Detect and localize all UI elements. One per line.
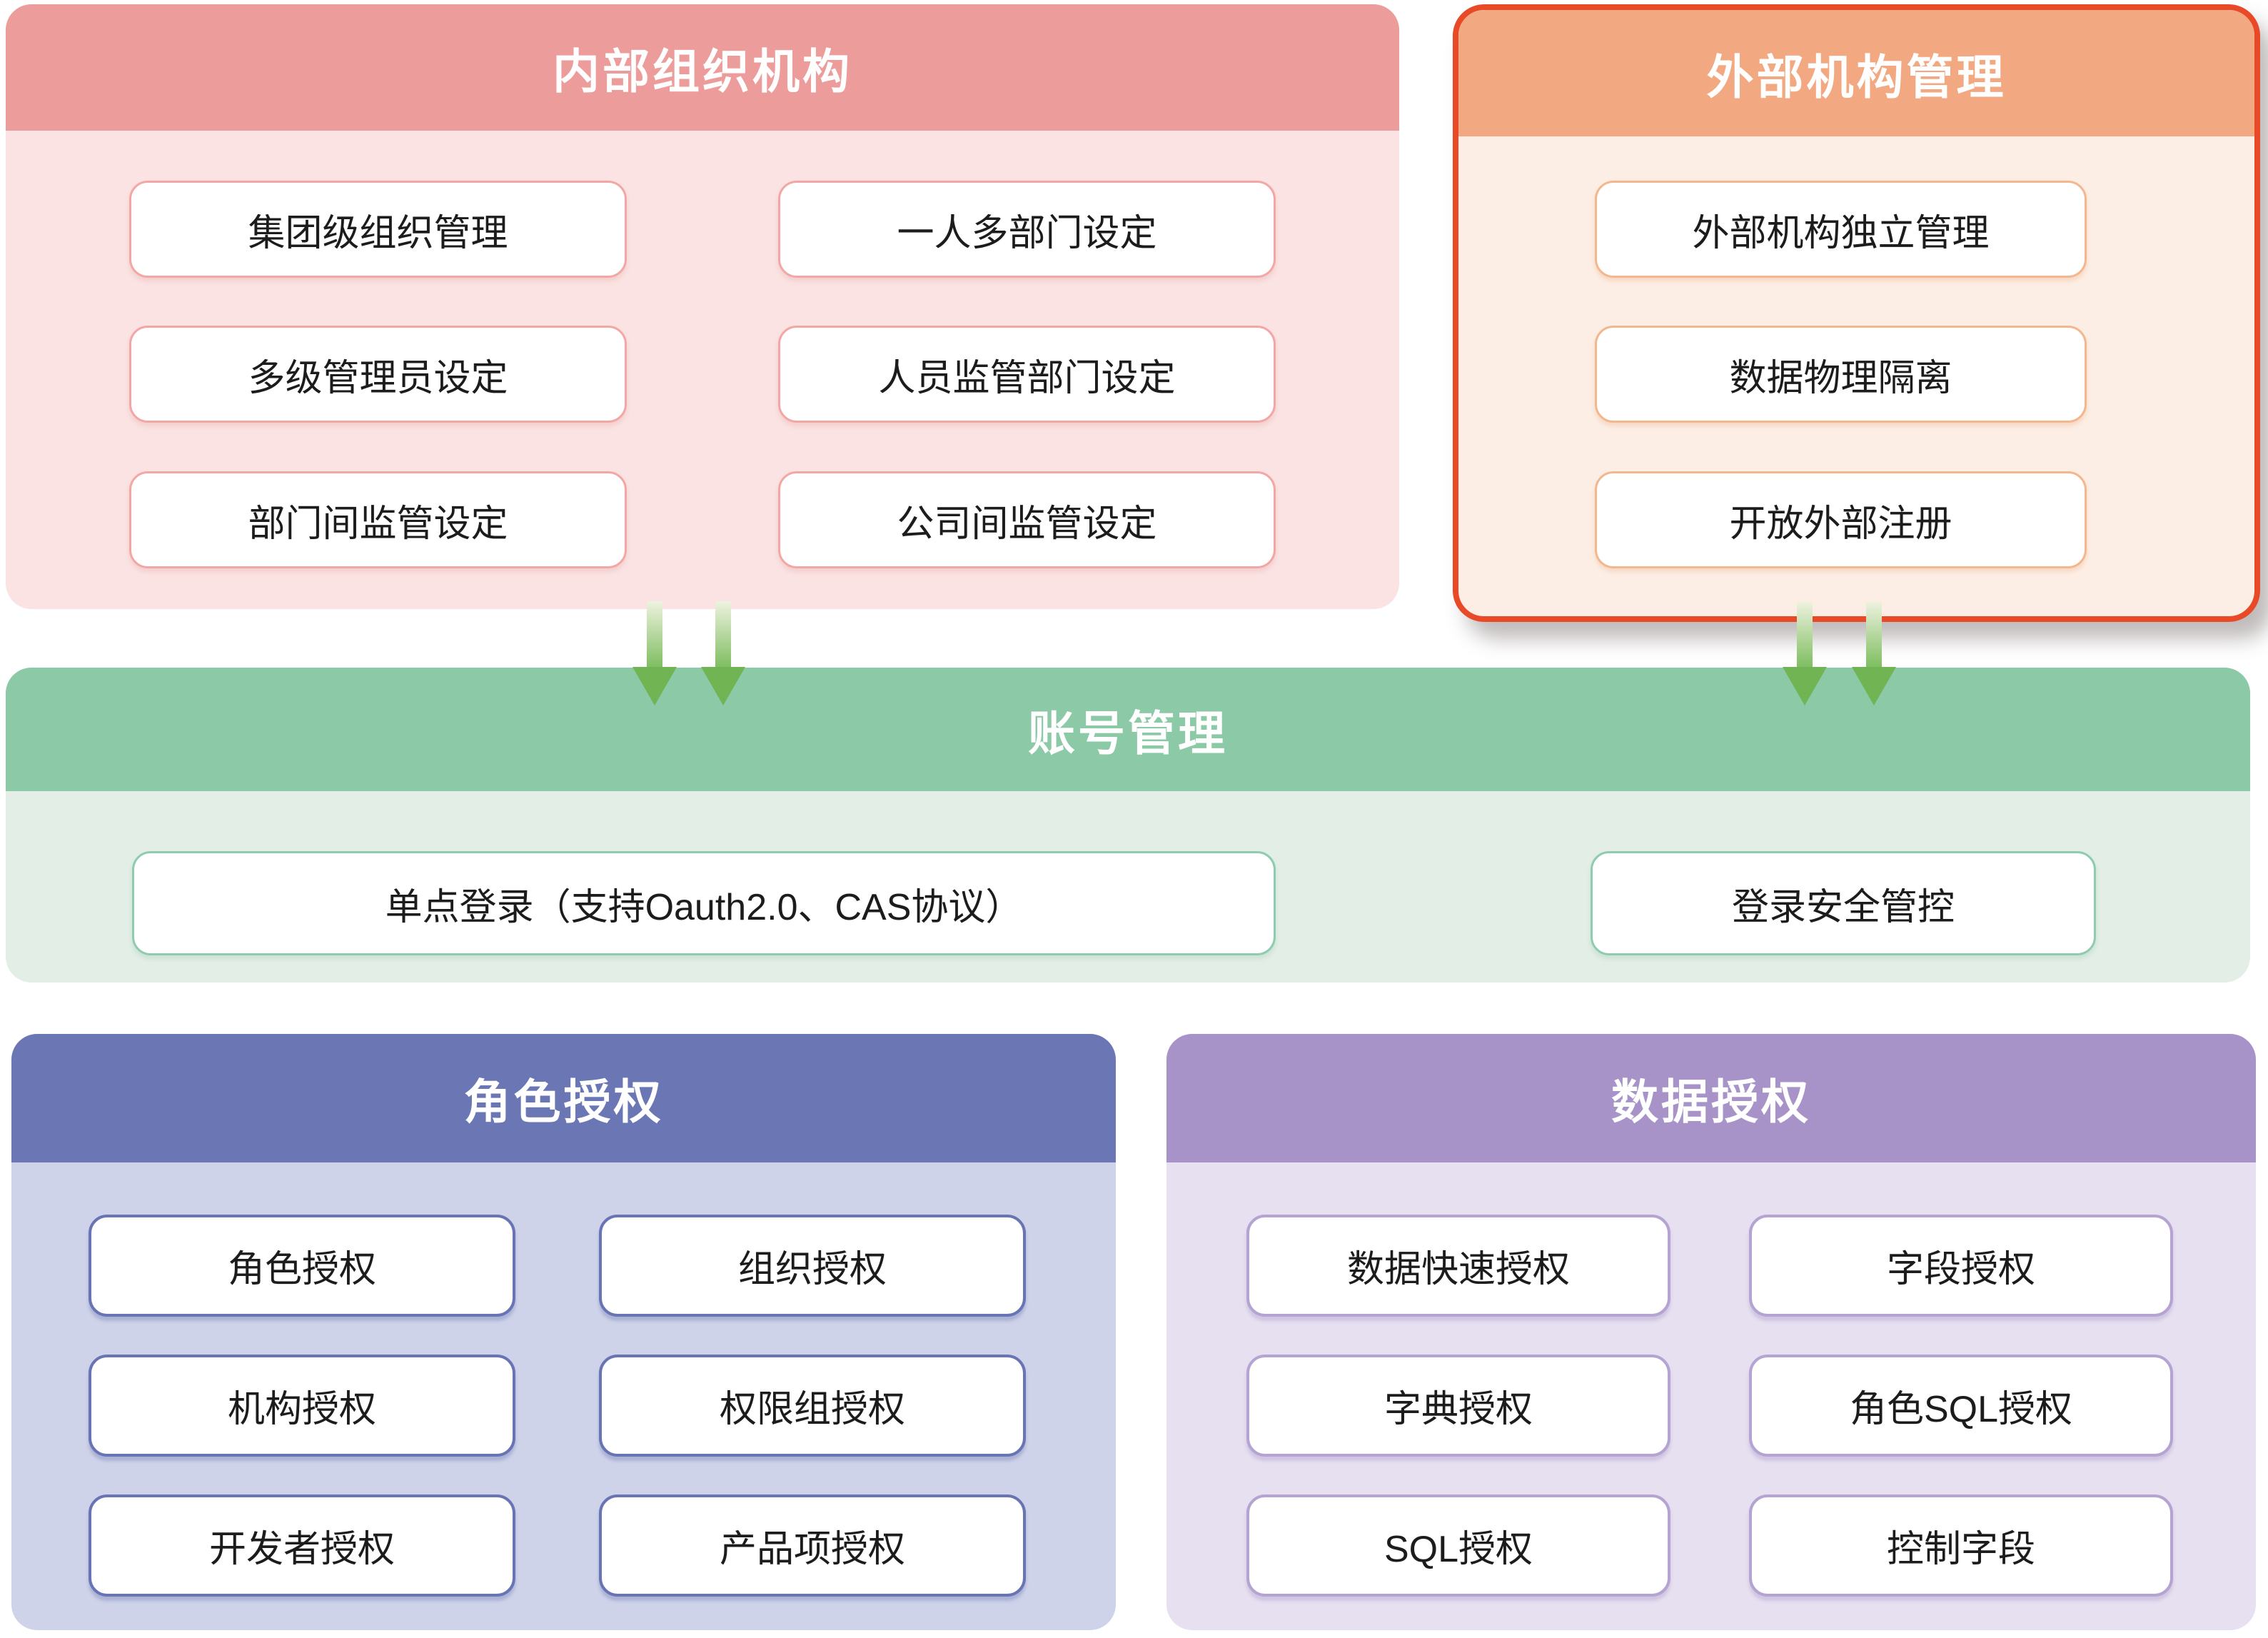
panel-account-management: 账号管理 单点登录（支持Oauth2.0、CAS协议） 登录安全管控 [6, 668, 2250, 983]
node-sql-auth: SQL授权 [1246, 1494, 1670, 1597]
node-dictionary-auth: 字典授权 [1246, 1355, 1670, 1457]
arrow-shaft [715, 601, 731, 670]
node-role-auth: 角色授权 [89, 1215, 515, 1317]
node-open-external-registration: 开放外部注册 [1595, 471, 2087, 568]
panel-internal-org-header: 内部组织机构 [6, 4, 1399, 131]
node-personnel-supervision: 人员监管部门设定 [778, 326, 1276, 423]
node-single-sign-on: 单点登录（支持Oauth2.0、CAS协议） [132, 851, 1276, 955]
arrow-head [701, 667, 745, 705]
flow-arrow-down-icon [1783, 601, 1827, 705]
node-permission-group-auth: 权限组授权 [599, 1355, 1026, 1457]
node-product-item-auth: 产品项授权 [599, 1494, 1026, 1597]
node-institution-auth: 机构授权 [89, 1355, 515, 1457]
node-organization-auth: 组织授权 [599, 1215, 1026, 1317]
node-multi-department: 一人多部门设定 [778, 181, 1276, 278]
node-developer-auth: 开发者授权 [89, 1494, 515, 1597]
panel-role-authorization-header: 角色授权 [11, 1034, 1116, 1162]
flow-arrow-down-icon [701, 601, 745, 705]
panel-external-org-title: 外部机构管理 [1706, 50, 2007, 104]
arrow-head [1783, 667, 1827, 705]
node-role-sql-auth: 角色SQL授权 [1749, 1355, 2173, 1457]
node-group-org-management: 集团级组织管理 [129, 181, 627, 278]
node-login-security-control: 登录安全管控 [1591, 851, 2096, 955]
node-data-physical-isolation: 数据物理隔离 [1595, 326, 2087, 423]
node-intercompany-supervision: 公司间监管设定 [778, 471, 1276, 568]
arrow-shaft [1866, 601, 1882, 670]
panel-internal-org: 内部组织机构 集团级组织管理 一人多部门设定 多级管理员设定 人员监管部门设定 … [6, 4, 1399, 609]
arrow-head [1852, 667, 1896, 705]
panel-account-management-header: 账号管理 [6, 668, 2250, 791]
panel-data-authorization-header: 数据授权 [1166, 1034, 2256, 1162]
panel-data-authorization: 数据授权 数据快速授权 字段授权 字典授权 角色SQL授权 SQL授权 控制字段 [1166, 1034, 2256, 1630]
panel-data-authorization-title: 数据授权 [1611, 1075, 1811, 1128]
arrow-head [632, 667, 677, 705]
flow-arrow-down-icon [632, 601, 677, 705]
node-data-quick-auth: 数据快速授权 [1246, 1215, 1670, 1317]
node-field-auth: 字段授权 [1749, 1215, 2173, 1317]
arrow-shaft [647, 601, 662, 670]
panel-role-authorization-title: 角色授权 [463, 1075, 664, 1128]
node-control-field: 控制字段 [1749, 1494, 2173, 1597]
panel-role-authorization: 角色授权 角色授权 组织授权 机构授权 权限组授权 开发者授权 产品项授权 [11, 1034, 1116, 1630]
panel-external-org-header: 外部机构管理 [1458, 10, 2254, 136]
node-interdepartment-supervision: 部门间监管设定 [129, 471, 627, 568]
node-multilevel-admin: 多级管理员设定 [129, 326, 627, 423]
flow-arrow-down-icon [1852, 601, 1896, 705]
arrow-shaft [1797, 601, 1813, 670]
panel-internal-org-title: 内部组织机构 [553, 44, 852, 98]
panel-account-management-title: 账号管理 [1028, 706, 1228, 760]
node-external-independent-mgmt: 外部机构独立管理 [1595, 181, 2087, 278]
panel-external-org: 外部机构管理 外部机构独立管理 数据物理隔离 开放外部注册 [1453, 4, 2260, 622]
